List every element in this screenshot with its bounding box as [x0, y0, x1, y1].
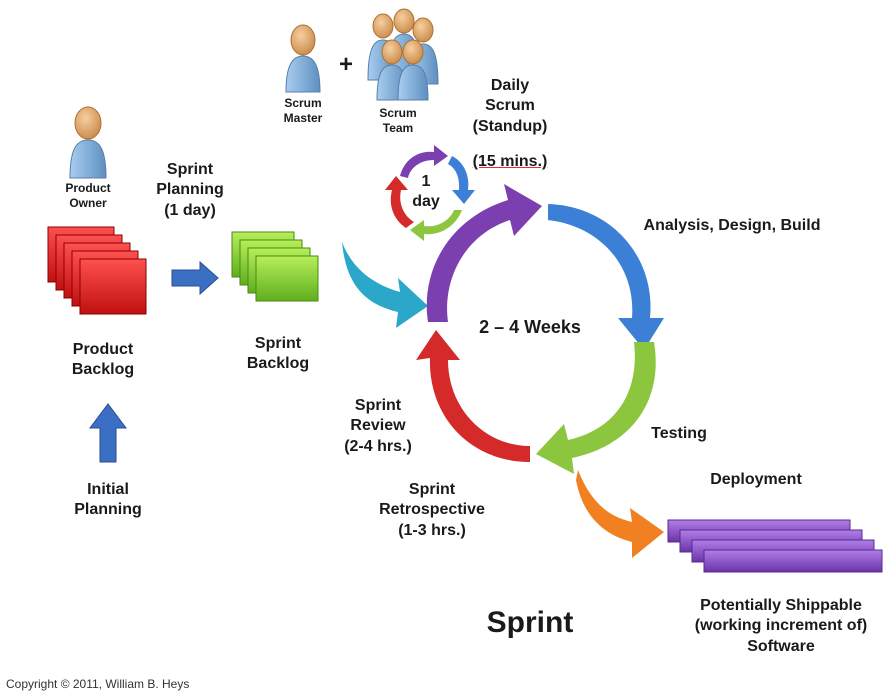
cycle-arrow-purple: [426, 184, 542, 322]
scrum-team-label: Scrum Team: [379, 106, 417, 136]
product-backlog-label: Product Backlog: [71, 341, 135, 379]
sprint-review-label: Sprint Review (2-4 hrs.): [344, 397, 412, 455]
copyright-notice: Copyright © 2011, William B. Heys: [6, 677, 190, 691]
sprint-backlog-label: Sprint Backlog: [246, 335, 310, 373]
shippable-label: Potentially Shippable (working increment…: [694, 597, 868, 655]
cycle-arrow-green: [536, 342, 656, 474]
deployment-label: Deployment: [710, 471, 802, 488]
product-backlog-stack: [47, 226, 147, 315]
sprint-backlog-stack: [231, 231, 319, 302]
scrum-team-group-icon: [367, 8, 439, 101]
analysis-label: Analysis, Design, Build: [643, 217, 821, 234]
cycle-duration-label: 2 – 4 Weeks: [479, 317, 581, 337]
feed-arrow: [342, 242, 428, 328]
sprint-planning-label: Sprint Planning (1 day): [156, 161, 224, 219]
product-owner-label: Product Owner: [65, 181, 111, 211]
one-day-label: 1 day: [412, 173, 440, 211]
cycle-arrow-red: [416, 330, 530, 462]
sprint-retrospective-label: Sprint Retrospective (1-3 hrs.): [379, 481, 485, 539]
daily-cycle-icon: [385, 145, 475, 241]
initial-planning-arrow: [89, 403, 127, 463]
initial-planning-label: Initial Planning: [74, 481, 142, 519]
scrum-master-label: Scrum Master: [283, 96, 323, 126]
testing-label: Testing: [651, 425, 707, 442]
daily-scrum-mins-text: (15 mins.): [472, 153, 548, 170]
deploy-arrow: [576, 470, 664, 558]
daily-scrum-mins: (15 mins.): [462, 152, 558, 172]
daily-scrum-label: Daily Scrum (Standup): [472, 77, 548, 135]
plus-sign: +: [338, 51, 353, 78]
product-owner-person-icon: [69, 106, 107, 179]
cycle-arrow-blue: [548, 204, 664, 350]
planning-arrow: [171, 260, 219, 296]
scrum-master-person-icon: [285, 24, 321, 93]
shippable-stack: [667, 519, 883, 573]
sprint-title: Sprint: [486, 606, 574, 639]
